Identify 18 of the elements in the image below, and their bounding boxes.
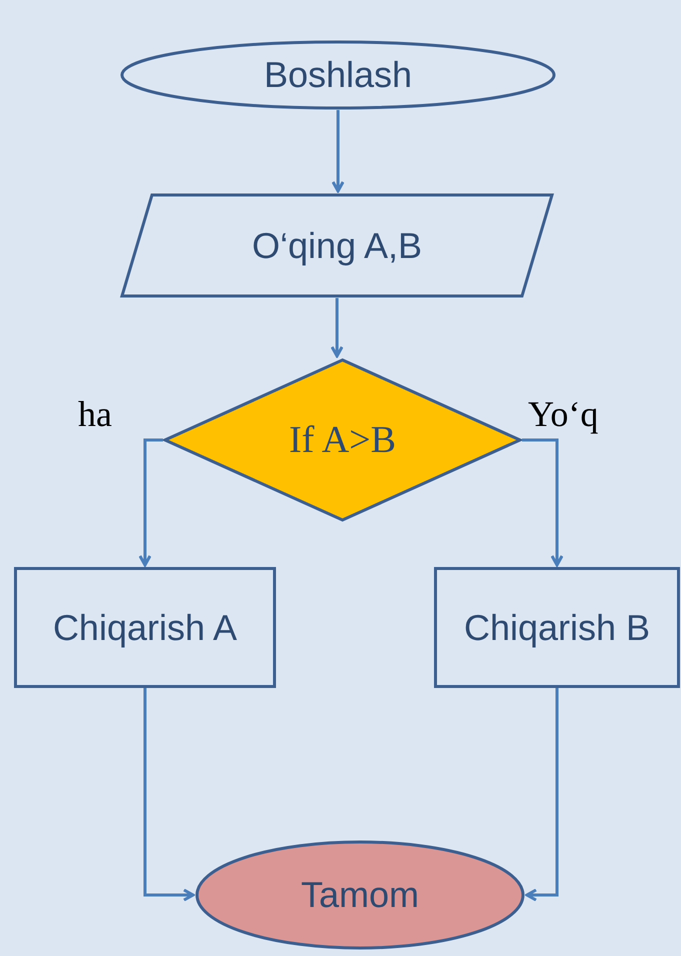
process-box	[14, 567, 276, 688]
node-label: Chiqarish B	[462, 606, 652, 650]
arrow	[144, 688, 194, 902]
arrow	[332, 110, 344, 192]
arrow	[330, 298, 344, 358]
decision-diamond	[163, 358, 522, 522]
node-label: O‘qing A,B	[250, 224, 424, 268]
node-label: Boshlash	[262, 53, 414, 97]
node-label: Tamom	[300, 873, 420, 917]
node-label: If A>B	[288, 418, 397, 463]
node-label: Chiqarish A	[52, 606, 238, 650]
input-parallelogram	[120, 193, 554, 298]
arrow	[526, 688, 558, 902]
start-ellipse	[120, 40, 556, 110]
end-ellipse	[195, 840, 525, 950]
arrow	[522, 438, 564, 566]
arrow	[138, 438, 163, 566]
process-box	[434, 567, 680, 688]
